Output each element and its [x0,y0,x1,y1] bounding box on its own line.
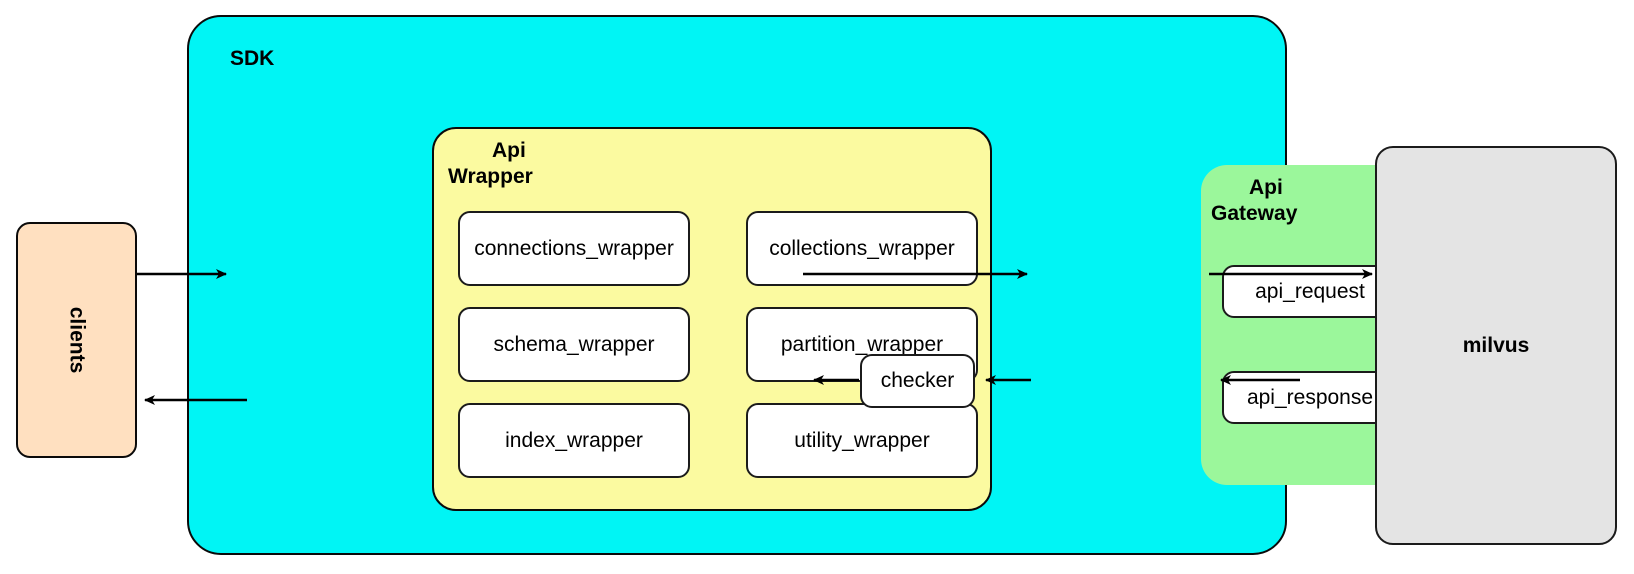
connections-wrapper-label: connections_wrapper [474,236,674,260]
api-request-label: api_request [1255,279,1365,303]
milvus-node[interactable]: milvus [1375,146,1617,545]
api-request-node[interactable]: api_request [1222,265,1398,318]
api-response-label: api_response [1246,385,1374,409]
api-wrapper-container[interactable]: Api Wrapper connections_wrapper collecti… [432,127,992,511]
api-wrapper-label-line1: Api [492,139,526,162]
utility-wrapper-node[interactable]: utility_wrapper [746,403,978,478]
api-gateway-label-line1: Api [1249,176,1283,199]
schema-wrapper-label: schema_wrapper [493,332,655,356]
schema-wrapper-node[interactable]: schema_wrapper [458,307,690,382]
api-wrapper-label: Api Wrapper [448,138,578,189]
checker-node[interactable]: checker [860,354,975,408]
partition-wrapper-label: partition_wrapper [780,332,944,356]
index-wrapper-node[interactable]: index_wrapper [458,403,690,478]
milvus-label: milvus [1462,333,1530,357]
api-wrapper-label-line2: Wrapper [448,164,533,188]
clients-node[interactable]: clients [16,222,137,458]
sdk-label: SDK [230,47,275,70]
index-wrapper-label: index_wrapper [505,428,643,452]
clients-label: clients [65,306,89,374]
connections-wrapper-node[interactable]: connections_wrapper [458,211,690,286]
collections-wrapper-label: collections_wrapper [769,236,955,260]
api-response-node[interactable]: api_response [1222,371,1398,424]
api-gateway-label-line2: Gateway [1211,201,1298,225]
checker-label: checker [880,369,955,392]
api-gateway-label: Api Gateway [1211,175,1381,226]
utility-wrapper-label: utility_wrapper [794,428,930,452]
collections-wrapper-node[interactable]: collections_wrapper [746,211,978,286]
sdk-container[interactable]: SDK Api Wrapper connections_wrapper coll… [187,15,1427,555]
